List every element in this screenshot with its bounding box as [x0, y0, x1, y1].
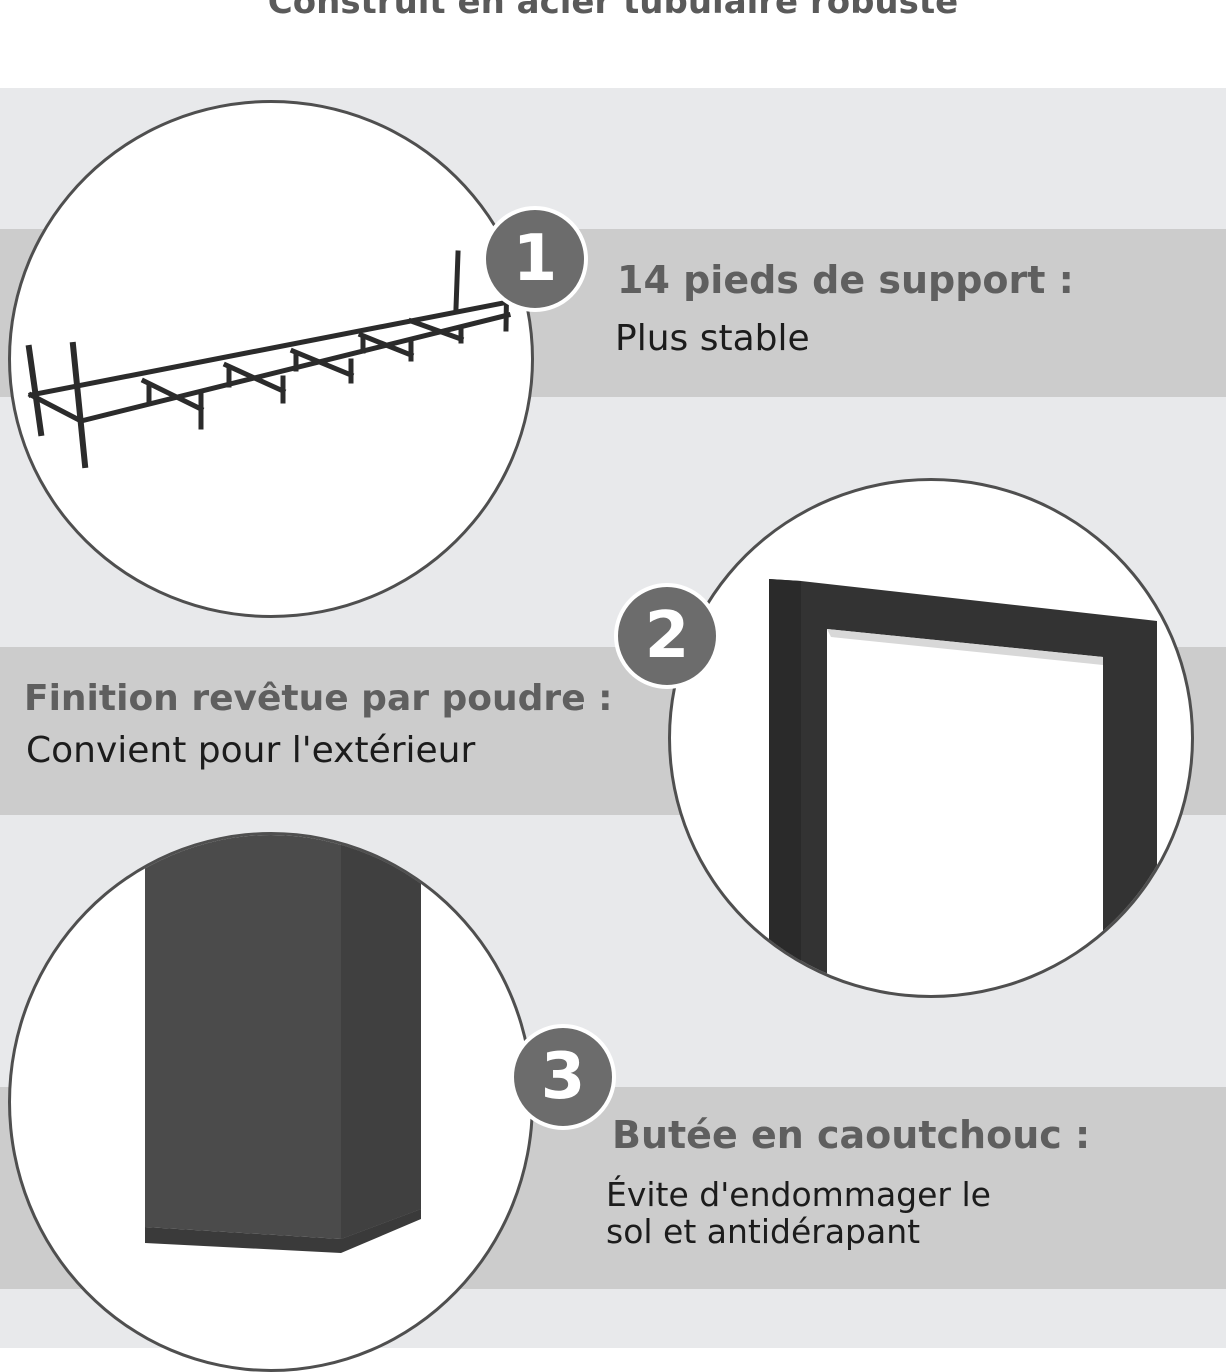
number-badge-1: 1 — [482, 206, 588, 312]
feature-description-2: Convient pour l'extérieur — [26, 730, 476, 771]
feature-description-1: Plus stable — [615, 318, 810, 359]
number-badge-3: 3 — [510, 1024, 616, 1130]
rubber-foot-icon — [145, 835, 421, 1253]
feature-image-2 — [668, 478, 1194, 998]
feature-description-3-line-1: Évite d'endommager le — [606, 1175, 991, 1214]
frame-corner-icon — [769, 579, 1157, 995]
feature-image-1 — [8, 100, 534, 618]
header: Construit en acier tubulaire robuste — [0, 0, 1226, 88]
feature-image-3 — [8, 832, 534, 1372]
feature-description-3-line-2: sol et antidérapant — [606, 1212, 921, 1251]
rack-frame-icon — [25, 250, 512, 469]
number-badge-2: 2 — [614, 583, 720, 689]
feature-title-1: 14 pieds de support : — [617, 258, 1074, 302]
feature-title-2: Finition revêtue par poudre : — [24, 678, 613, 719]
page-title: Construit en acier tubulaire robuste — [267, 0, 959, 22]
feature-title-3: Butée en caoutchouc : — [612, 1113, 1091, 1157]
